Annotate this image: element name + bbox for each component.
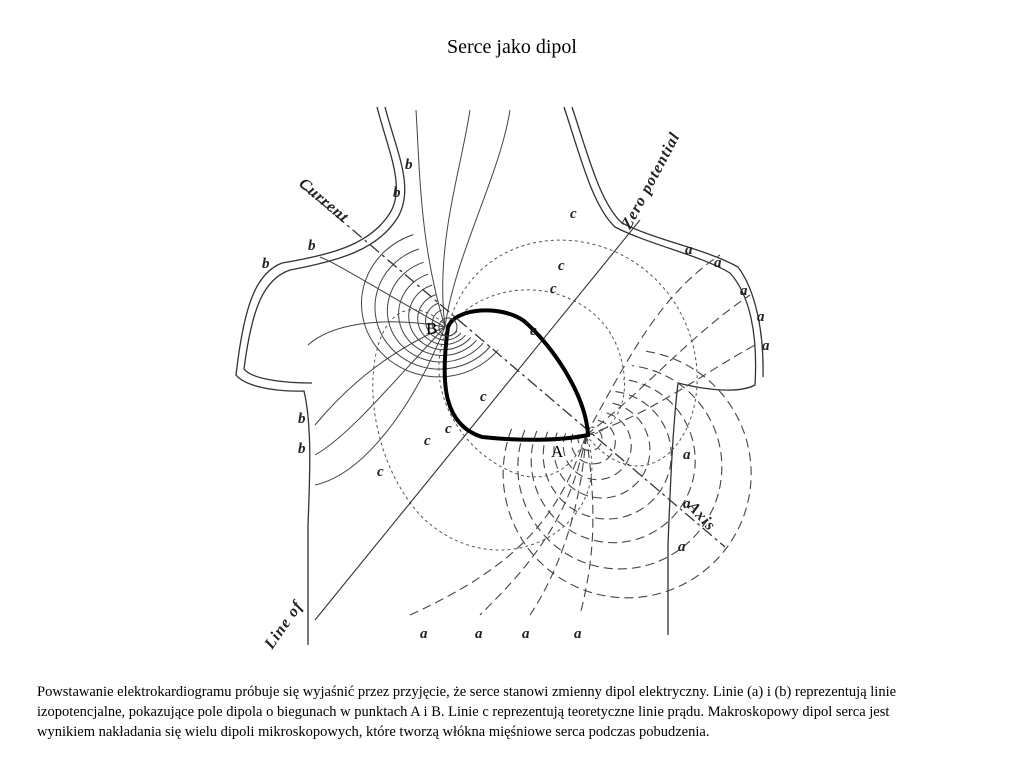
zero-potential-line	[314, 219, 641, 621]
label-c-5: c	[480, 389, 487, 405]
isopotential-a-line	[585, 294, 751, 436]
label-a-7: a	[683, 496, 691, 512]
isopotential-b-line	[314, 326, 446, 456]
label-a-12: a	[574, 626, 582, 642]
label-c-6: c	[445, 421, 452, 437]
label-c-2: c	[558, 258, 565, 274]
line-of-label: Line of	[261, 597, 307, 653]
dipole-axis-line	[299, 184, 726, 548]
isopotential-a-loop	[542, 390, 672, 520]
label-a-11: a	[522, 626, 530, 642]
label-c-1: c	[570, 206, 577, 222]
isopotential-a-loop	[530, 378, 696, 544]
isopotential-a-loop	[562, 411, 632, 481]
pole-b-label: B	[426, 319, 437, 338]
dipole-field-svg: Current Line of Zero potential Axis B A …	[235, 106, 770, 653]
isopotential-b-line	[415, 109, 446, 328]
label-a-1: a	[685, 242, 693, 258]
label-a-9: a	[420, 626, 428, 642]
isopotential-b-line	[319, 256, 446, 328]
isopotential-a-loop	[517, 365, 723, 570]
label-b-3: b	[308, 238, 316, 254]
label-a-2: a	[714, 255, 722, 271]
label-b-6: b	[298, 441, 306, 457]
label-c-7: c	[424, 433, 431, 449]
pole-a-label: A	[551, 442, 564, 461]
isopotential-b-loop	[374, 248, 491, 370]
heart-outline	[442, 308, 591, 442]
isopotential-b-line	[444, 109, 511, 328]
current-line	[438, 326, 587, 478]
current-line	[372, 309, 593, 551]
isopotential-a-line	[585, 254, 721, 436]
isopotential-lines-b	[307, 109, 511, 486]
isopotential-a-line	[409, 434, 587, 616]
isopotential-b-loop	[360, 234, 499, 378]
zero-potential-label: Zero potential	[618, 130, 684, 233]
label-b-4: b	[262, 256, 270, 272]
isopotential-b-loop	[425, 302, 462, 341]
isopotential-lines-a	[409, 254, 756, 616]
current-line	[447, 289, 625, 436]
pole-b-marker	[438, 317, 458, 337]
isopotential-a-loop	[553, 401, 651, 499]
isopotential-a-loop	[577, 426, 603, 452]
label-c-8: c	[377, 464, 384, 480]
isopotential-a-line	[579, 434, 594, 616]
label-a-4: a	[757, 309, 765, 325]
label-b-2: b	[393, 185, 401, 201]
label-a-10: a	[475, 626, 483, 642]
isopotential-a-line	[529, 434, 587, 616]
label-b-1: b	[405, 157, 413, 173]
isopotential-a-line	[479, 434, 587, 616]
isopotential-a-loop	[502, 350, 752, 599]
isopotential-a-loop	[570, 419, 616, 465]
figure-caption: Powstawanie elektrokardiogramu próbuje s…	[37, 684, 897, 740]
isopotential-b-loop	[398, 273, 477, 356]
isopotential-b-loop	[408, 284, 472, 351]
current-line	[447, 239, 698, 467]
label-a-3: a	[740, 283, 748, 299]
isopotential-b-line	[314, 326, 446, 486]
isopotential-b-line	[314, 326, 446, 426]
dipole-field-diagram: Current Line of Zero potential Axis B A …	[220, 95, 800, 665]
isopotential-b-loop	[417, 294, 466, 345]
current-label: Current	[295, 175, 351, 226]
isopotential-b-loop	[386, 261, 484, 363]
label-c-4: c	[530, 323, 537, 339]
current-lines-c	[372, 239, 698, 551]
isopotential-b-line	[307, 321, 446, 346]
label-a-5: a	[762, 338, 770, 354]
torso-outline	[235, 106, 764, 645]
label-b-5: b	[298, 411, 306, 427]
slide-title: Serce jako dipol	[447, 36, 577, 58]
label-c-3: c	[550, 281, 557, 297]
isopotential-a-line	[585, 344, 756, 436]
label-a-6: a	[683, 447, 691, 463]
isopotential-b-line	[442, 109, 471, 328]
label-a-8: a	[678, 539, 686, 555]
